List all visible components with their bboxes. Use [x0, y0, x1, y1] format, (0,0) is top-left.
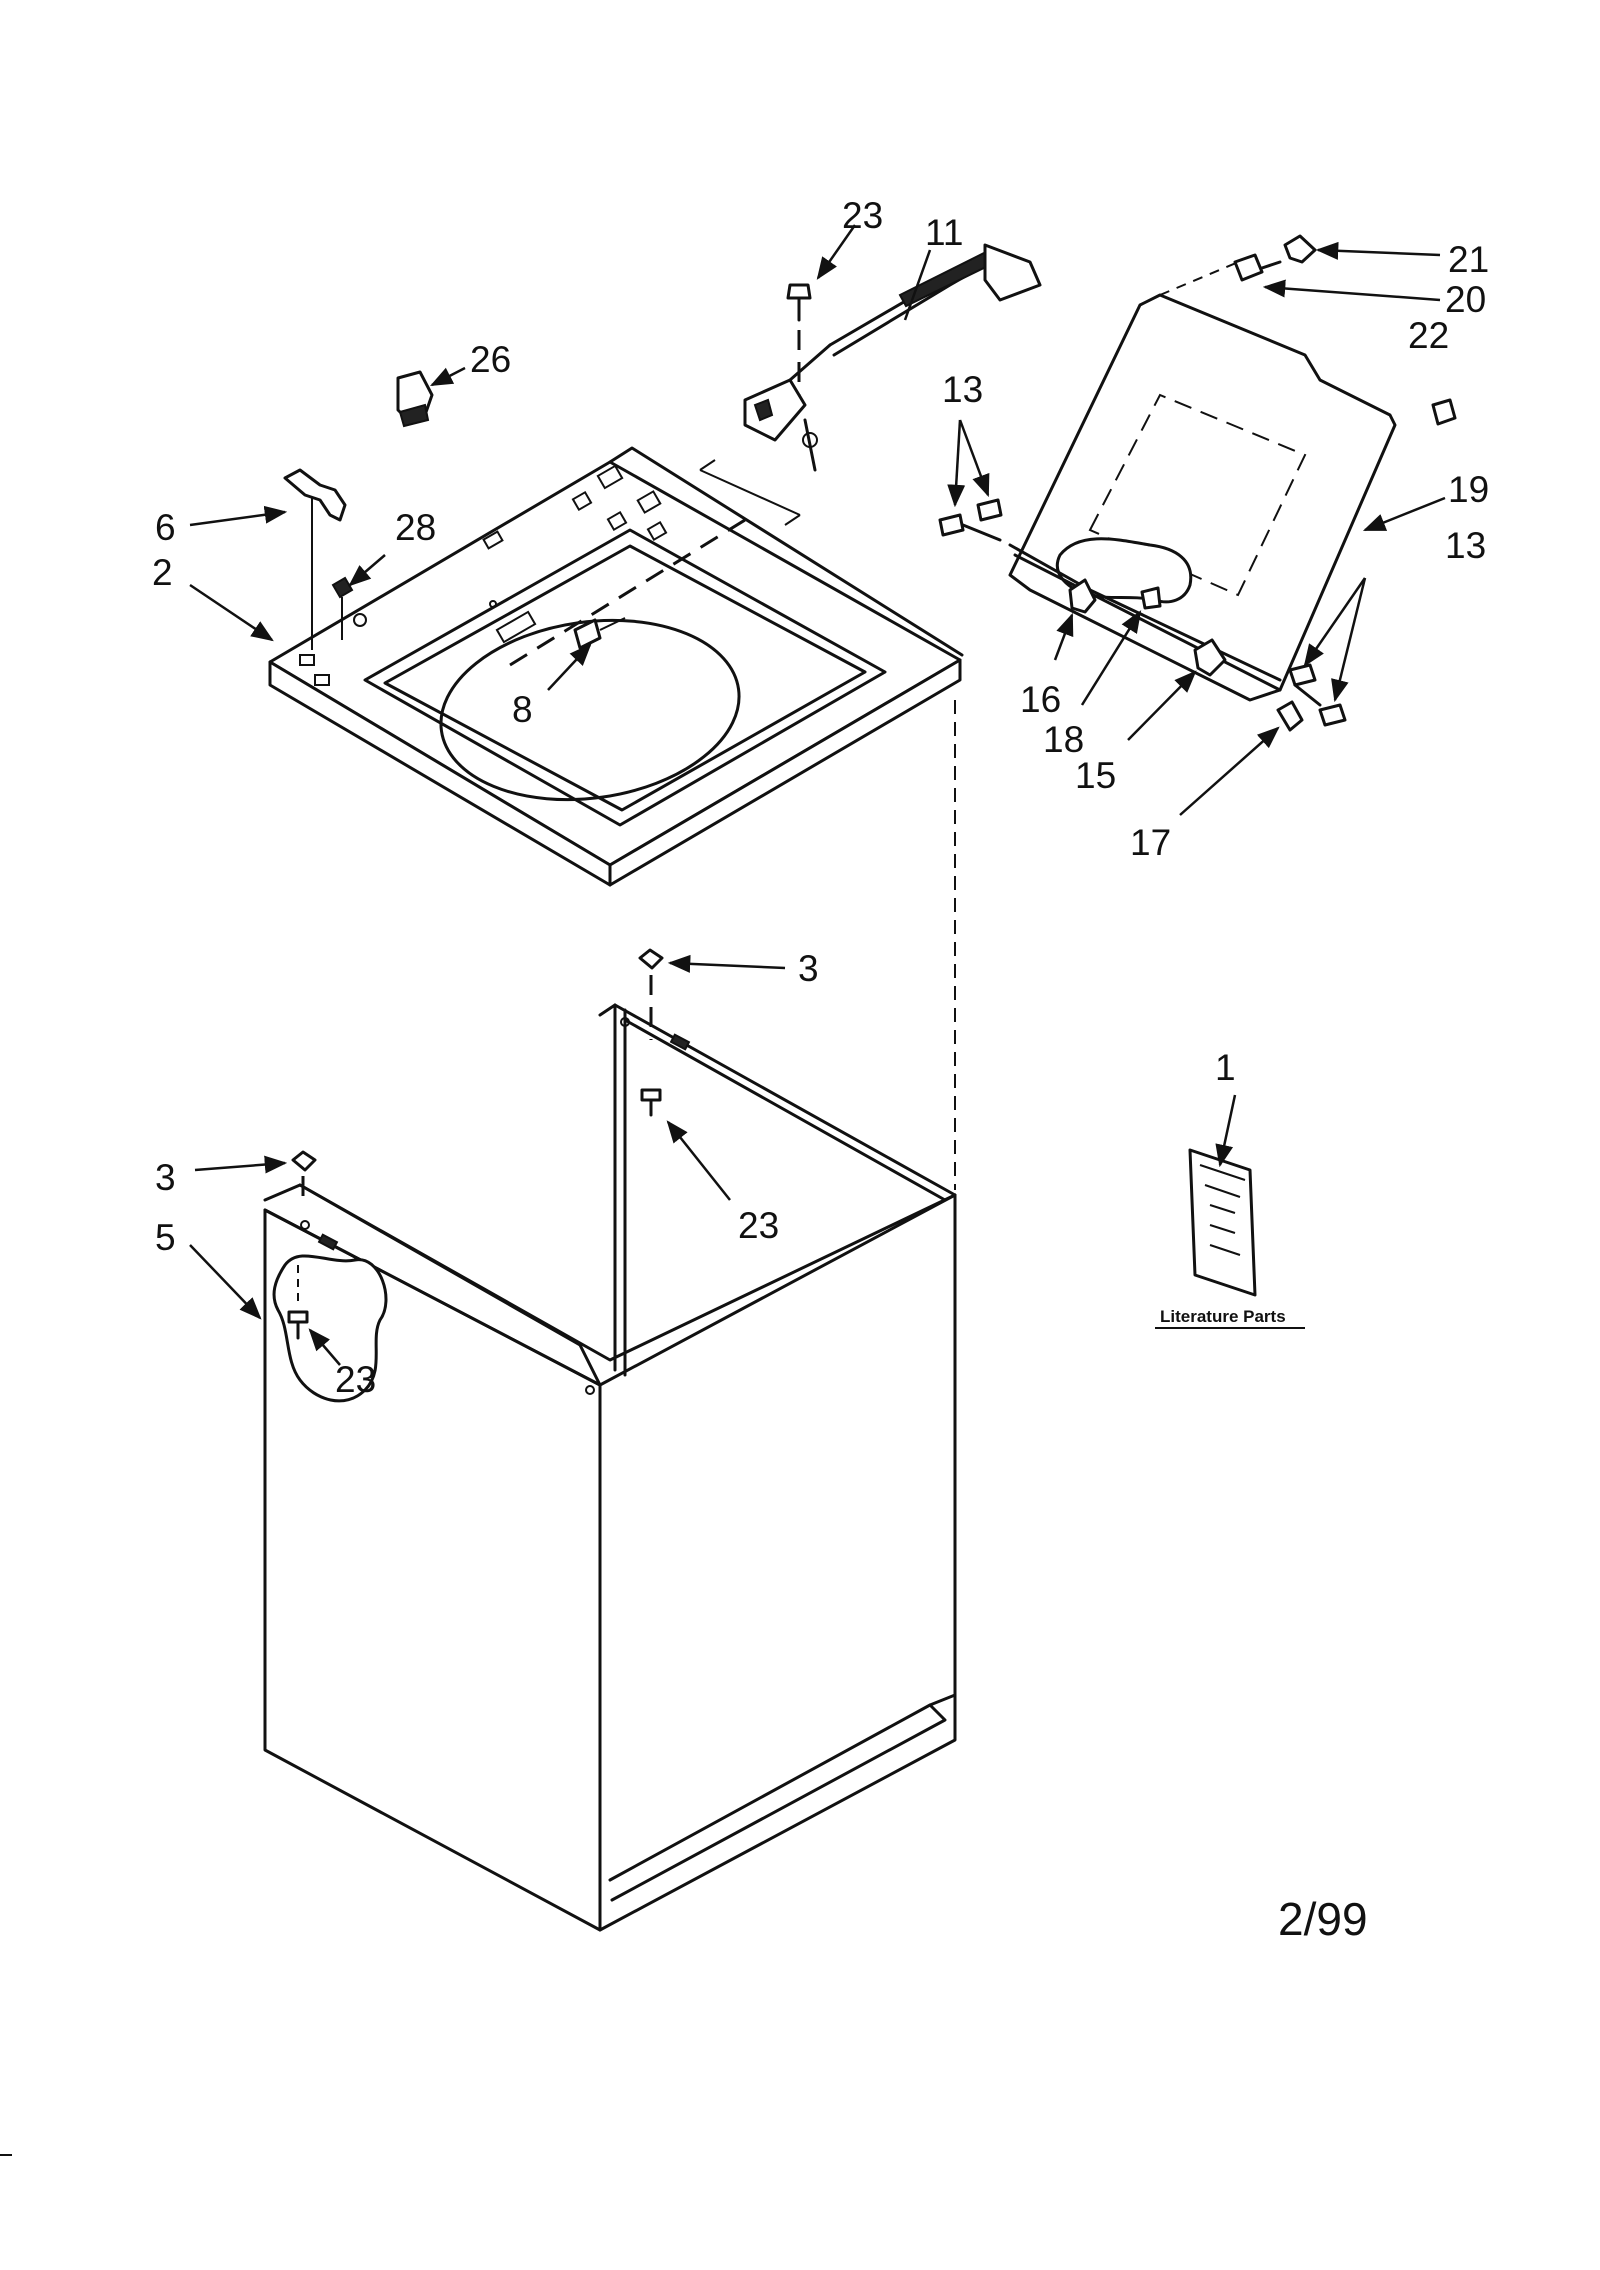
callout-3-left: 3: [155, 1157, 176, 1198]
callout-19: 19: [1448, 469, 1489, 510]
callout-17: 17: [1130, 822, 1171, 863]
bolts-part-13-right: [1288, 663, 1347, 727]
callout-16: 16: [1020, 679, 1061, 720]
hinge-part-18: [1140, 586, 1162, 610]
literature-parts-label: Literature Parts: [1160, 1307, 1286, 1326]
cabinet-assembly: [263, 700, 957, 1932]
leader-lines: [189, 224, 1446, 1366]
callout-13-right: 13: [1445, 525, 1486, 566]
bracket-part-6: [283, 468, 347, 650]
callout-23-left: 23: [335, 1359, 376, 1400]
part-20: [1233, 253, 1282, 282]
callout-20: 20: [1445, 279, 1486, 320]
literature-booklet: [1188, 1148, 1257, 1297]
wire-harness-part: [699, 243, 1042, 526]
callout-13-left: 13: [942, 369, 983, 410]
bolts-part-13-left: [938, 498, 1003, 542]
callout-6: 6: [155, 507, 176, 548]
callout-3-right: 3: [798, 948, 819, 989]
part-21: [1283, 234, 1317, 264]
hinge-part-15: [1193, 638, 1227, 677]
callout-22: 22: [1408, 315, 1449, 356]
screw-23-right: [640, 1088, 662, 1117]
clip-part-3-left: [291, 1150, 317, 1205]
callout-11: 11: [925, 212, 963, 253]
clip-part-26: [396, 370, 434, 428]
callout-23-top: 23: [842, 195, 883, 236]
callout-1: 1: [1215, 1047, 1236, 1088]
callout-28: 28: [395, 507, 436, 548]
clip-part-28: [331, 576, 354, 640]
callout-23-right: 23: [738, 1205, 779, 1246]
callout-15: 15: [1075, 755, 1116, 796]
hinge-part-16: [1068, 578, 1097, 614]
screw-23-top: [786, 283, 812, 395]
top-panel-assembly: [268, 446, 964, 887]
screw-23-left: [287, 1265, 309, 1340]
date-code: 2/99: [1278, 1893, 1368, 1945]
callout-labels: 1 2 3 3 5 6 8 11 13 13 15 16 17 18 19 20…: [152, 195, 1489, 1400]
bolt-part-8: [509, 518, 746, 667]
callout-26: 26: [470, 339, 511, 380]
callout-18: 18: [1043, 719, 1084, 760]
callout-2: 2: [152, 552, 173, 593]
hinge-part-17: [1276, 700, 1304, 732]
lid-assembly: [1008, 254, 1397, 702]
callout-5: 5: [155, 1217, 176, 1258]
callout-21: 21: [1448, 239, 1489, 280]
clip-part-3-right: [638, 948, 664, 1040]
part-22: [1431, 398, 1457, 426]
callout-8: 8: [512, 689, 533, 730]
